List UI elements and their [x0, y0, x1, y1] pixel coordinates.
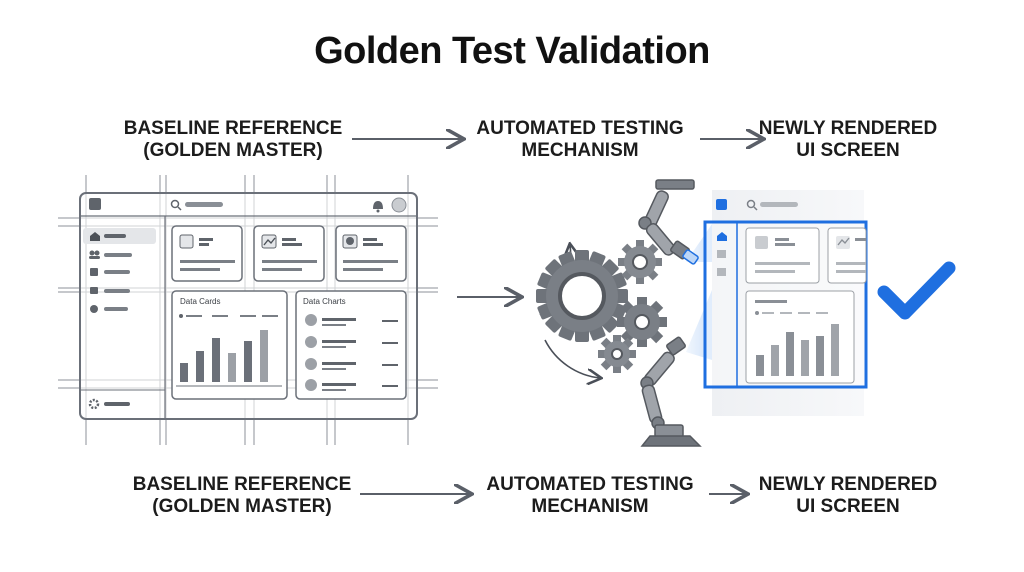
- robot-arm-icon: [638, 179, 702, 447]
- bottom-baseline-label: BASELINE REFERENCE (GOLDEN MASTER): [127, 474, 357, 518]
- rendered-search-icon: [746, 199, 758, 211]
- home-icon: [90, 232, 100, 241]
- top-testing-line2: MECHANISM: [521, 140, 639, 161]
- search-icon: [170, 199, 182, 211]
- rendered-frame: [703, 220, 868, 389]
- bottom-testing-label: AUTOMATED TESTING MECHANISM: [475, 474, 705, 518]
- top-baseline-line2: (GOLDEN MASTER): [143, 140, 323, 161]
- users-icon: [89, 250, 100, 259]
- gear-icon: [88, 398, 100, 410]
- top-rendered-line1: NEWLY RENDERED: [758, 118, 938, 139]
- bottom-baseline-line1: BASELINE REFERENCE: [132, 474, 352, 495]
- bottom-rendered-line1: NEWLY RENDERED: [758, 474, 938, 495]
- top-rendered-line2: UI SCREEN: [796, 140, 900, 161]
- diagram-title: Golden Test Validation: [314, 30, 710, 72]
- data-charts-panel: Data Charts: [295, 290, 407, 400]
- data-cards-title: Data Cards: [180, 297, 220, 306]
- top-baseline-line1: BASELINE REFERENCE: [123, 118, 343, 139]
- top-testing-label: AUTOMATED TESTING MECHANISM: [465, 118, 695, 162]
- baseline-search-bar: [185, 202, 223, 207]
- baseline-logo: [89, 198, 101, 210]
- rendered-logo: [716, 199, 727, 210]
- checkmark-icon: [877, 261, 956, 320]
- bottom-rendered-label: NEWLY RENDERED UI SCREEN: [748, 474, 948, 518]
- avatar: [391, 197, 407, 213]
- top-testing-line1: AUTOMATED TESTING: [476, 118, 684, 139]
- rendered-home-icon: [717, 232, 727, 241]
- baseline-card-1: [171, 225, 243, 282]
- gears-mechanism: [536, 240, 667, 378]
- bottom-rendered-line2: UI SCREEN: [796, 496, 900, 517]
- baseline-card-3: [335, 225, 407, 282]
- baseline-card-2: [253, 225, 325, 282]
- data-charts-title: Data Charts: [303, 297, 346, 306]
- bell-icon: [373, 201, 383, 213]
- data-cards-panel: Data Cards: [171, 290, 288, 400]
- bottom-testing-line1: AUTOMATED TESTING: [486, 474, 694, 495]
- top-baseline-label: BASELINE REFERENCE (GOLDEN MASTER): [118, 118, 348, 162]
- top-rendered-label: NEWLY RENDERED UI SCREEN: [748, 118, 948, 162]
- bottom-baseline-line2: (GOLDEN MASTER): [152, 496, 332, 517]
- bottom-testing-line2: MECHANISM: [531, 496, 649, 517]
